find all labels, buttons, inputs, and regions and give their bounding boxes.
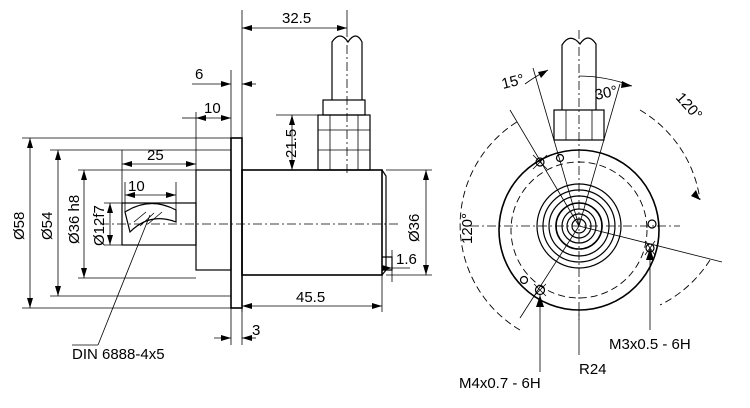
dim-shaft-length: 25 — [147, 147, 164, 164]
dim-flange-offset: 10 — [204, 100, 221, 117]
cable-gland — [317, 114, 371, 171]
dim-key-length: 10 — [128, 178, 145, 195]
dim-body-diameter: Ø36 — [406, 214, 423, 242]
key-callout: DIN 6888-4x5 — [72, 346, 165, 363]
spigot — [195, 169, 232, 271]
radius-callout: R24 — [579, 361, 607, 378]
mounting-hole-m4-bottom — [519, 275, 546, 296]
angle-15: 15° — [500, 71, 526, 93]
dim-flange-thickness-top: 6 — [195, 66, 203, 83]
dim-flange-diameter: Ø58 — [11, 212, 28, 240]
dim-flange-bottom: 3 — [252, 322, 260, 339]
shaft-key — [124, 202, 177, 234]
dim-cable-to-flange: 32.5 — [282, 10, 311, 27]
cable — [331, 35, 363, 100]
flange-plate — [230, 137, 243, 309]
dim-gland-height: 21.5 — [283, 129, 300, 158]
thread-m3-callout: M3x0.5 - 6H — [609, 336, 691, 353]
body-rear-edge — [381, 169, 387, 276]
dim-connector-offset: 1.6 — [396, 251, 417, 268]
thread-m4-callout: M4x0.7 - 6H — [459, 375, 541, 392]
dim-shaft-diameter: Ø12f7 — [91, 205, 108, 246]
angle-120-left: 120° — [459, 213, 476, 244]
dim-spigot-diameter: Ø36 h8 — [66, 195, 83, 244]
encoder-body — [241, 169, 383, 276]
front-cable — [561, 37, 597, 110]
dim-body-length: 45.5 — [296, 289, 325, 306]
front-view: 15° 30° 120° 120° M3x0.5 - 6H M4x0.7 - 6… — [459, 30, 723, 392]
angle-120-right: 120° — [672, 89, 705, 123]
angle-30: 30° — [593, 83, 619, 104]
side-view: Ø58 Ø54 Ø36 h8 Ø12f7 25 10 DIN 6888-4x5 — [11, 10, 432, 363]
dim-pilot-diameter: Ø54 — [39, 212, 56, 240]
